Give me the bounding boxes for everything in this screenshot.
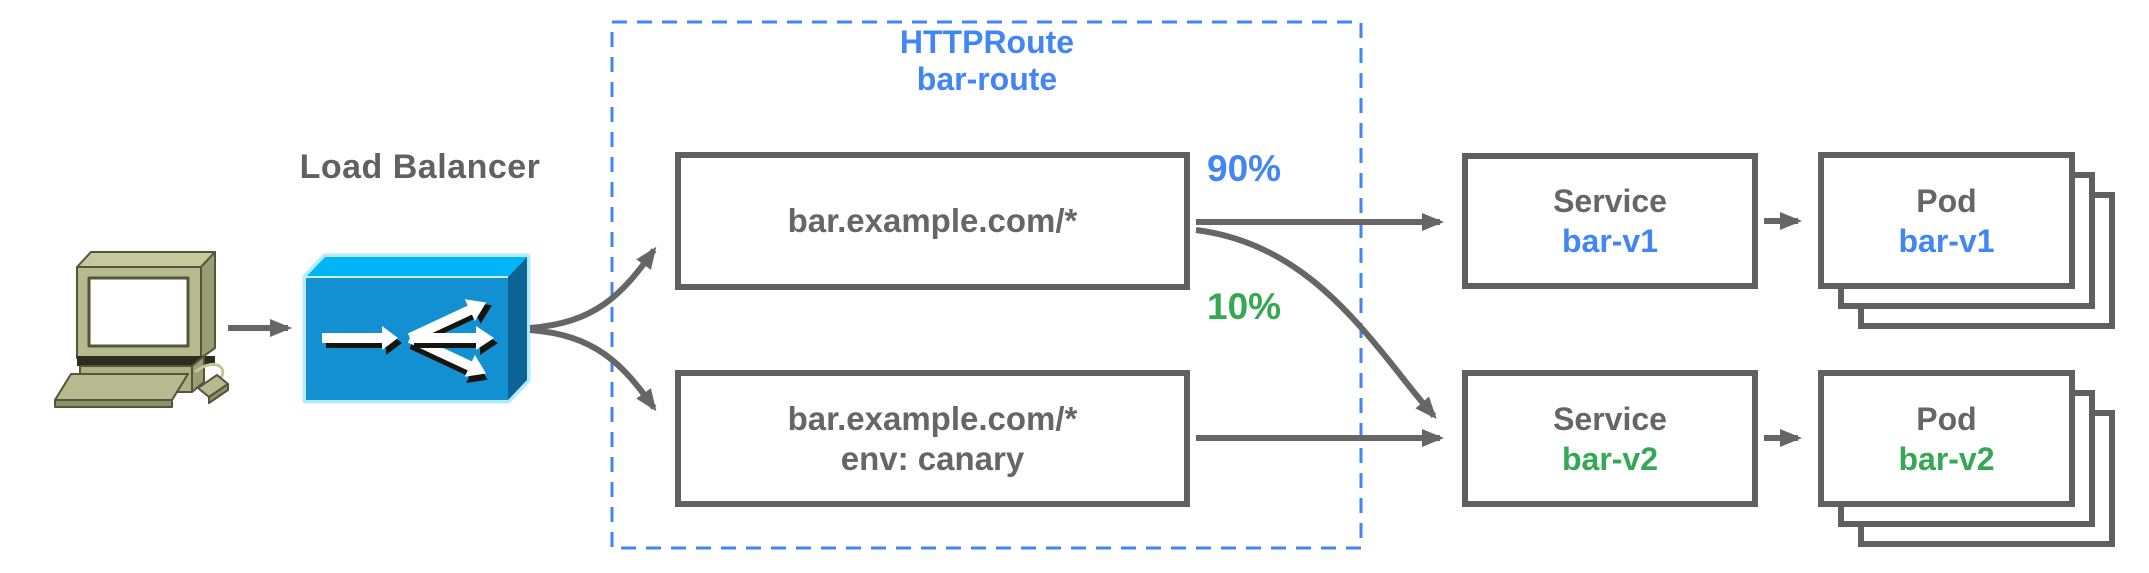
service-v1-name-label: bar-v1: [1561, 223, 1659, 259]
pod-bar-v1-stack: Pod bar-v1: [1818, 152, 2115, 330]
pod-v1-kind-label: Pod: [1916, 182, 1977, 219]
service-v2-name-label: bar-v2: [1561, 440, 1659, 477]
service-bar-v1-box: Service bar-v1: [1462, 153, 1758, 289]
pod-bar-v2-stack: Pod bar-v2: [1818, 370, 2115, 548]
pod-v2-name-label: bar-v2: [1898, 440, 1995, 477]
route-match-box-primary: bar.example.com/*: [675, 152, 1190, 290]
lb-to-primary-arrow: [529, 246, 657, 331]
route-match-canary-header: env: canary: [840, 439, 1025, 477]
weight-10-label: 10%: [1207, 286, 1282, 327]
httproute-kind-label: HTTPRoute: [899, 24, 1075, 60]
desktop-computer-icon: [54, 251, 229, 408]
pod-v1-name-label: bar-v1: [1898, 222, 1995, 259]
pod-bar-v2-box: Pod bar-v2: [1818, 370, 2075, 507]
pod-bar-v1-box: Pod bar-v1: [1818, 152, 2075, 289]
primary-to-service-v2-curve: [1195, 227, 1437, 420]
httproute-group-boundary: [610, 20, 1363, 550]
service-v2-kind-label: Service: [1553, 400, 1667, 437]
route-match-box-canary: bar.example.com/* env: canary: [675, 370, 1190, 507]
load-balancer-label: Load Balancer: [299, 148, 541, 186]
load-balancer-split-arrows-icon: [302, 253, 531, 404]
route-match-canary-host: bar.example.com/*: [787, 399, 1078, 437]
route-match-primary-text: bar.example.com/*: [787, 202, 1078, 239]
service-bar-v2-box: Service bar-v2: [1462, 370, 1758, 507]
service-v1-kind-label: Service: [1553, 183, 1667, 219]
httproute-name-label: bar-route: [916, 61, 1058, 97]
httproute-title: HTTPRoute bar-route: [612, 24, 1362, 98]
lb-to-canary-arrow: [529, 327, 657, 412]
pod-v2-kind-label: Pod: [1916, 400, 1977, 437]
weight-90-label: 90%: [1207, 148, 1282, 189]
